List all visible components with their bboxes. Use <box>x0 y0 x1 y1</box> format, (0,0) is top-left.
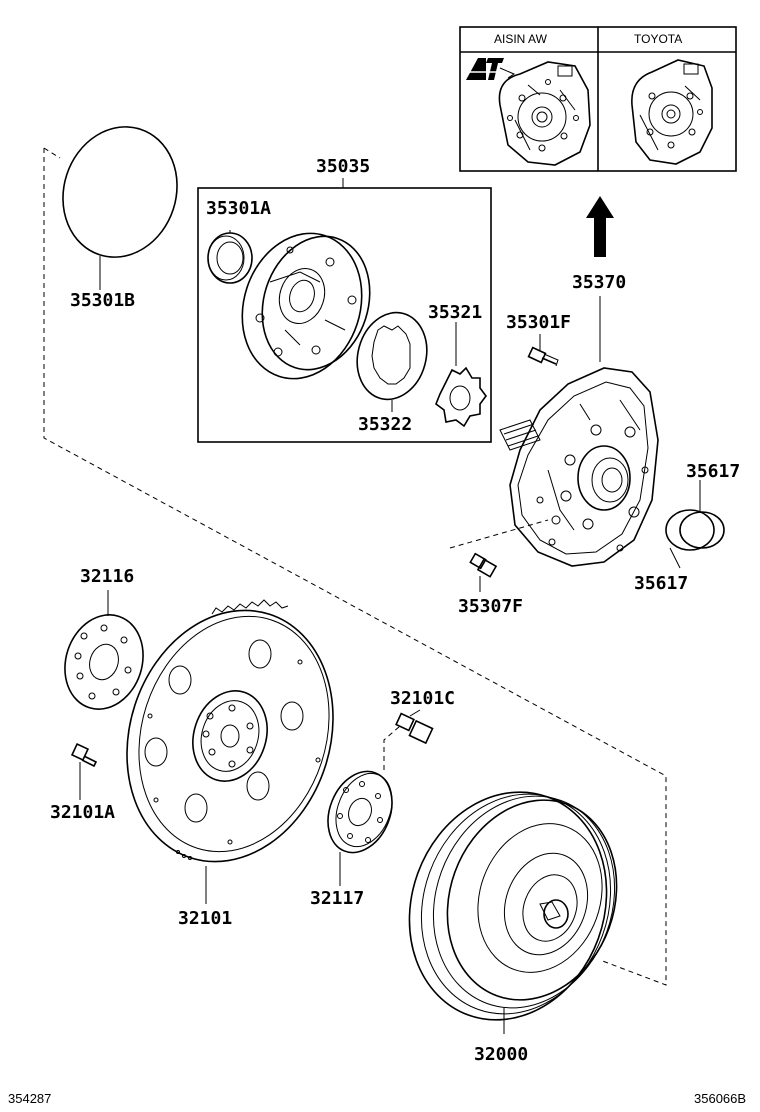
part-label-32101a: 32101A <box>50 802 116 823</box>
part-label-35035: 35035 <box>316 156 371 177</box>
part-label-32000: 32000 <box>474 1044 529 1065</box>
pump-body <box>241 232 371 380</box>
drive-gear-35321 <box>435 322 487 428</box>
footer-code-right: 356066B <box>694 1091 747 1106</box>
bolt-32101a <box>70 742 98 800</box>
footer-code-left: 354287 <box>8 1091 52 1106</box>
part-label-35301f: 35301F <box>506 312 572 333</box>
inset-label-toyota: TOYOTA <box>634 32 683 46</box>
toyota-pump-thumbnail <box>631 59 713 165</box>
bolt-32101c <box>395 709 434 745</box>
bolt-35307f <box>469 552 498 592</box>
part-label-35301a: 35301A <box>206 198 272 219</box>
seal-rings-35617 <box>665 480 725 569</box>
torque-converter-32000 <box>408 791 618 1034</box>
part-label-32116: 32116 <box>80 566 135 587</box>
inset-box <box>459 26 737 172</box>
inset-label-aisin: AISIN AW <box>494 32 547 46</box>
part-label-35370: 35370 <box>572 272 627 293</box>
dashed-guide-lines <box>43 147 667 986</box>
part-label-32101: 32101 <box>178 908 233 929</box>
aisin-pump-thumbnail <box>498 61 591 166</box>
part-label-35322: 35322 <box>358 414 413 435</box>
box-35035 <box>197 178 492 443</box>
part-label-32101c: 32101C <box>390 688 456 709</box>
plate-32117 <box>327 770 393 886</box>
plate-32116 <box>64 590 144 710</box>
arrow-up-icon <box>586 196 614 257</box>
part-label-35321: 35321 <box>428 302 483 323</box>
driven-gear-35322 <box>356 311 428 412</box>
part-label-35617-top: 35617 <box>686 461 741 482</box>
part-label-32117: 32117 <box>310 888 365 909</box>
part-label-35617-bottom: 35617 <box>634 573 689 594</box>
at-logo-icon <box>466 58 516 80</box>
bolt-35301f <box>527 334 559 367</box>
o-ring-35301b <box>62 126 178 290</box>
part-label-35301b: 35301B <box>70 290 136 311</box>
pump-assy-35370 <box>499 296 659 567</box>
oil-seal-35301a <box>207 230 253 284</box>
part-label-35307f: 35307F <box>458 596 524 617</box>
flywheel-32101 <box>126 599 334 904</box>
